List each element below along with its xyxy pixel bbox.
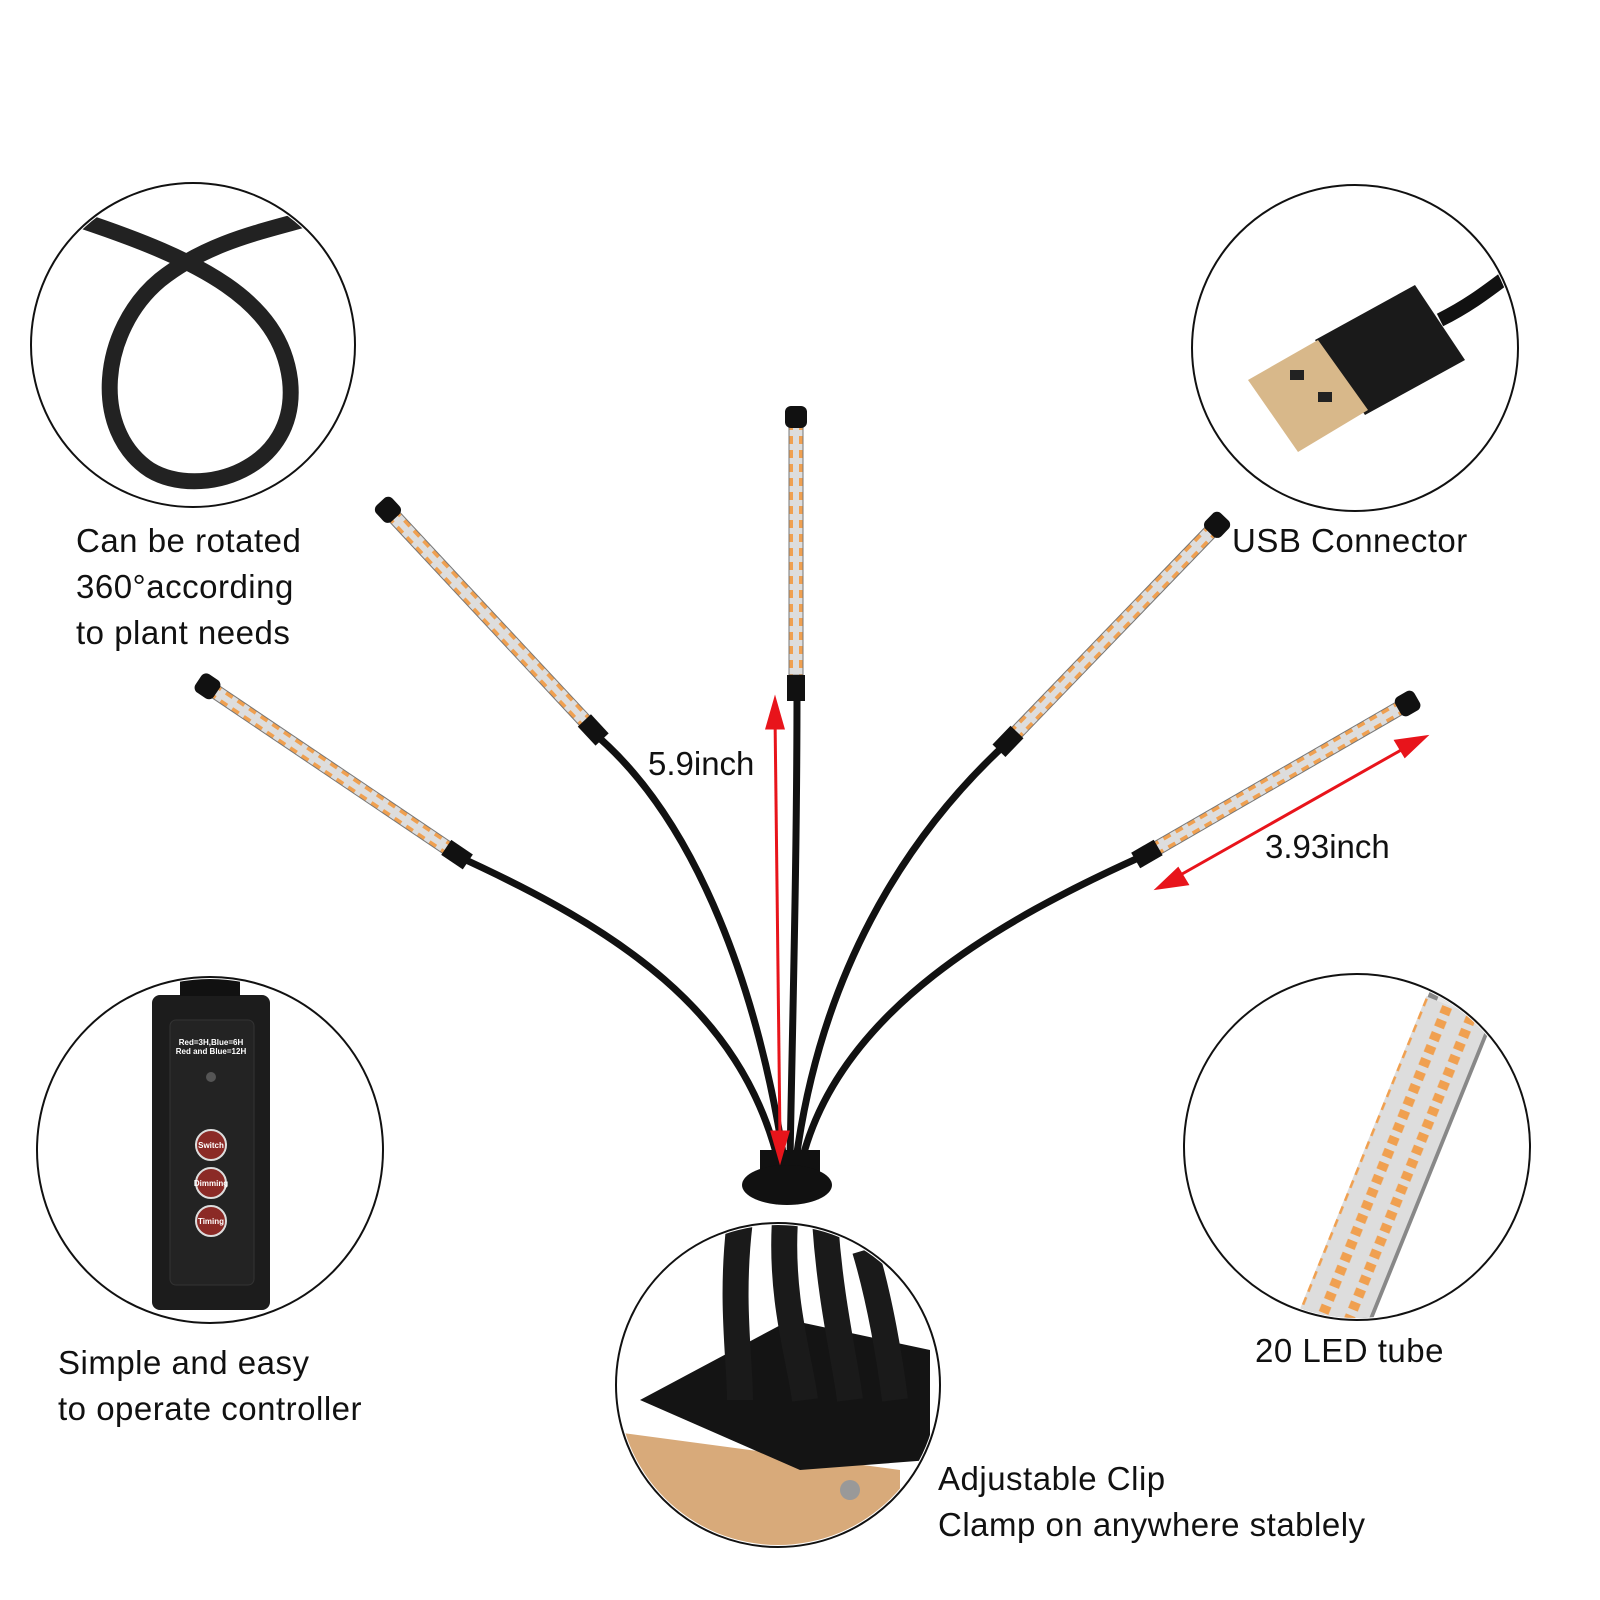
controller-caption: Simple and easy to operate controller xyxy=(58,1340,362,1432)
led-tube xyxy=(1131,690,1421,869)
svg-text:Timing: Timing xyxy=(198,1217,224,1226)
clip-base xyxy=(742,1150,832,1205)
caption-line: Adjustable Clip xyxy=(938,1460,1166,1497)
detail-circle-rotation xyxy=(30,182,356,508)
led-tube xyxy=(374,496,609,746)
rotation-caption: Can be rotated 360°according to plant ne… xyxy=(76,518,301,656)
caption-line: to operate controller xyxy=(58,1390,363,1427)
svg-text:Switch: Switch xyxy=(198,1141,224,1150)
led-tubes xyxy=(194,406,1421,870)
height-dimension-label: 5.9inch xyxy=(648,745,755,782)
led-tube xyxy=(992,511,1231,757)
controller-label-2: Red and Blue=12H xyxy=(176,1047,247,1056)
switch-button: Switch xyxy=(195,1129,227,1161)
caption-line: to plant needs xyxy=(76,614,291,651)
usb-caption: USB Connector xyxy=(1232,522,1468,559)
caption-line: Can be rotated xyxy=(76,522,302,559)
caption-line: 360°according xyxy=(76,568,294,605)
timing-button: Timing xyxy=(195,1205,227,1237)
clip-caption: Adjustable Clip Clamp on anywhere stable… xyxy=(938,1456,1366,1548)
controller-label-1: Red=3H,Blue=6H xyxy=(179,1038,244,1047)
detail-circle-clip xyxy=(615,1222,941,1548)
led-tube xyxy=(785,406,807,701)
led-caption: 20 LED tube xyxy=(1255,1332,1444,1369)
gooseneck-arms xyxy=(451,686,1149,1164)
led-tube xyxy=(194,673,473,870)
detail-circle-controller: Red=3H,Blue=6H Red and Blue=12H Switch D… xyxy=(36,976,384,1324)
svg-text:Dimming: Dimming xyxy=(194,1179,228,1188)
dimension-arrows xyxy=(765,694,1430,1166)
length-dimension-label: 3.93inch xyxy=(1265,828,1390,865)
detail-circle-led xyxy=(1183,973,1531,1321)
caption-line: Clamp on anywhere stablely xyxy=(938,1506,1366,1543)
dimming-button: Dimming xyxy=(194,1167,228,1199)
detail-circle-usb xyxy=(1191,184,1519,512)
caption-line: Simple and easy xyxy=(58,1344,310,1381)
